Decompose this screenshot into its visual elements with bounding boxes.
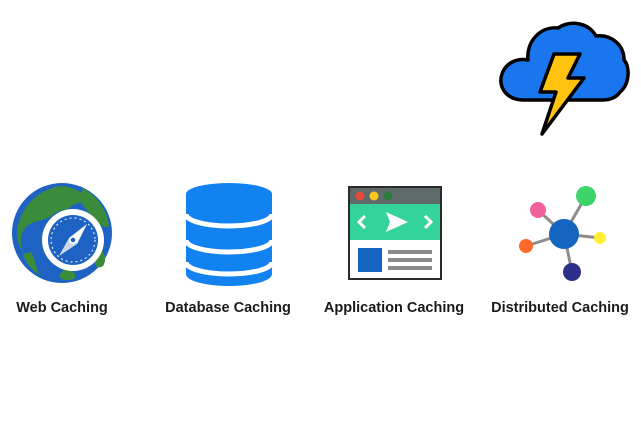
web-caching-label: Web Caching xyxy=(16,300,108,316)
web-caching-item: Web Caching xyxy=(0,182,124,327)
database-caching-label: Database Caching xyxy=(165,300,291,316)
distributed-caching-label: Distributed Caching xyxy=(491,300,629,316)
database-caching-item: Database Caching xyxy=(160,182,296,327)
application-caching-label: Application Caching xyxy=(323,300,465,316)
application-caching-item: Application Caching xyxy=(320,182,468,327)
globe-compass-icon xyxy=(12,183,112,283)
distributed-caching-item: Distributed Caching xyxy=(488,182,632,327)
network-nodes-icon xyxy=(519,186,606,281)
browser-window-icon xyxy=(348,186,442,280)
database-icon xyxy=(186,183,272,286)
cloud-lightning-icon xyxy=(499,21,630,136)
